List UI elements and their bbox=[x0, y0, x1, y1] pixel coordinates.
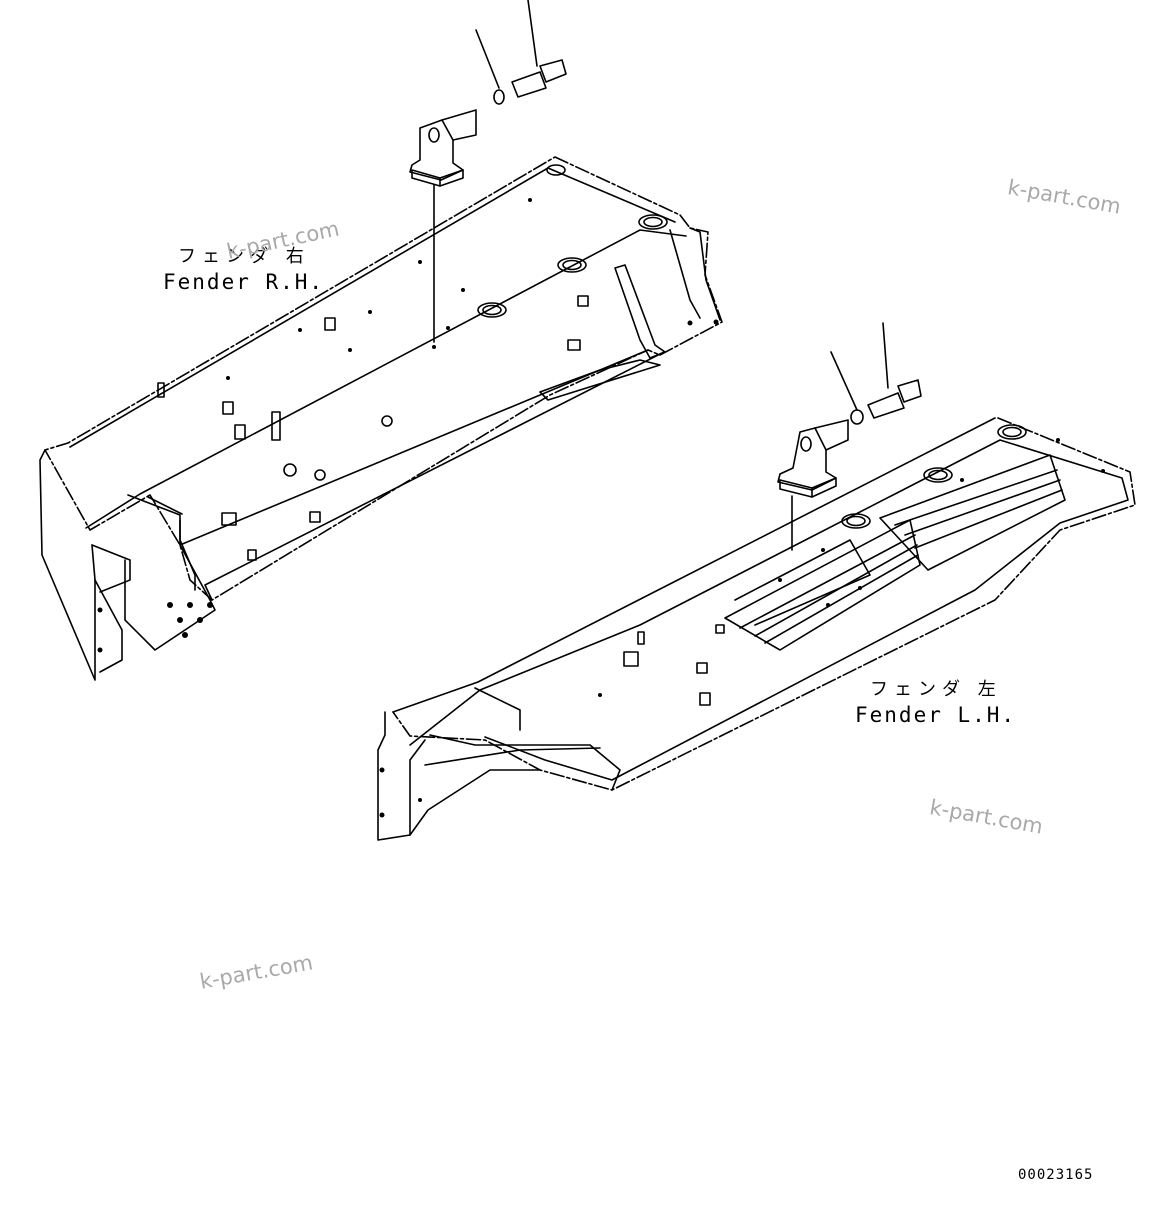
fender-lh-drawing bbox=[377, 322, 1136, 841]
fender-rh-label-jp: フェンダ 右 bbox=[178, 246, 310, 267]
fender-rh-label-en: Fender R.H. bbox=[163, 270, 325, 294]
fender-rh-drawing bbox=[39, 0, 723, 681]
fender-lh-label-jp: フェンダ 左 bbox=[870, 679, 1002, 700]
drawing-number: 00023165 bbox=[1018, 1167, 1094, 1183]
fender-lh-label-en: Fender L.H. bbox=[855, 703, 1017, 727]
